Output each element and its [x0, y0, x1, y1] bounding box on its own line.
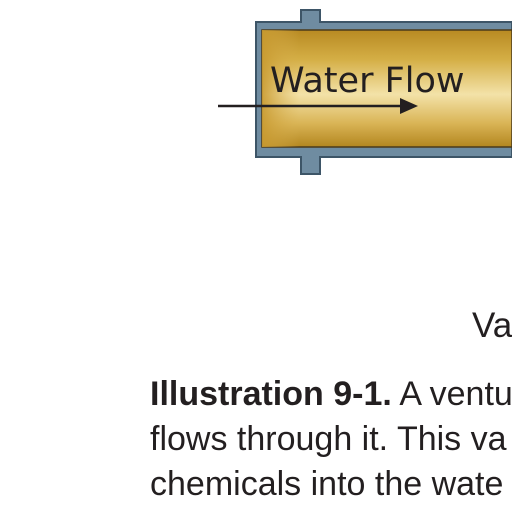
flow-arrow-head — [400, 98, 418, 114]
caption-line-1: Illustration 9-1. A ventu — [150, 372, 512, 417]
caption-line-1-text: A ventu — [391, 375, 512, 413]
figure-caption: Illustration 9-1. A ventu flows through … — [150, 372, 512, 507]
caption-figure-label: Illustration 9-1. — [150, 375, 392, 413]
water-flow-label: Water Flow — [270, 61, 464, 101]
vacuum-label: Va — [472, 306, 512, 345]
caption-line-3: chemicals into the wate — [150, 465, 504, 503]
caption-line-2: flows through it. This va — [150, 420, 507, 458]
water-entry-shade — [262, 30, 512, 147]
